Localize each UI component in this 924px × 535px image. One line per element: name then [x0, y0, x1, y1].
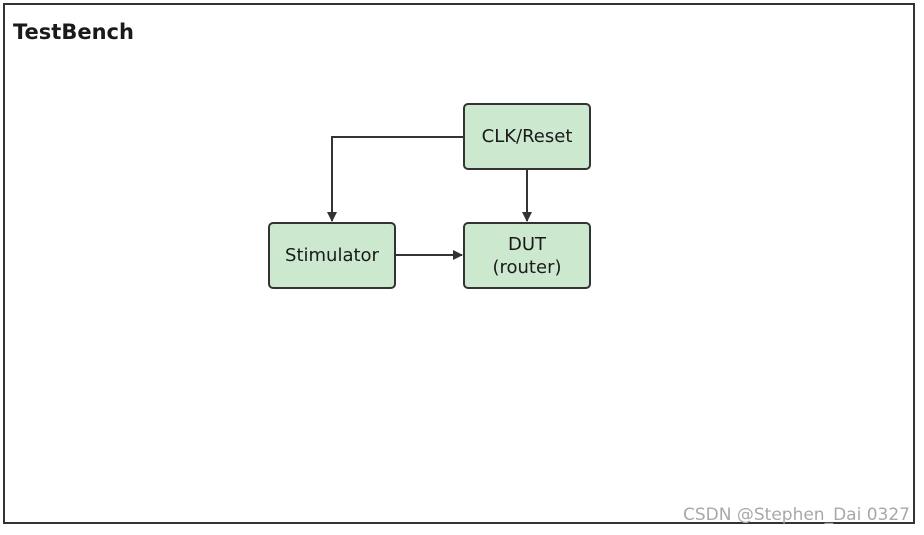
edge-clk-to-stimulator — [327, 136, 463, 222]
node-clk-reset-label: CLK/Reset — [481, 126, 573, 147]
node-dut: DUT (router) — [463, 222, 591, 289]
node-stimulator-label: Stimulator — [285, 245, 379, 266]
diagram-title: TestBench — [13, 20, 134, 44]
node-clk-reset: CLK/Reset — [463, 103, 591, 170]
watermark: CSDN @Stephen_Dai 0327 — [683, 505, 910, 525]
testbench-frame — [3, 3, 915, 524]
node-stimulator: Stimulator — [268, 222, 396, 289]
node-dut-sublabel: (router) — [492, 256, 562, 278]
node-dut-label: DUT — [507, 233, 547, 255]
